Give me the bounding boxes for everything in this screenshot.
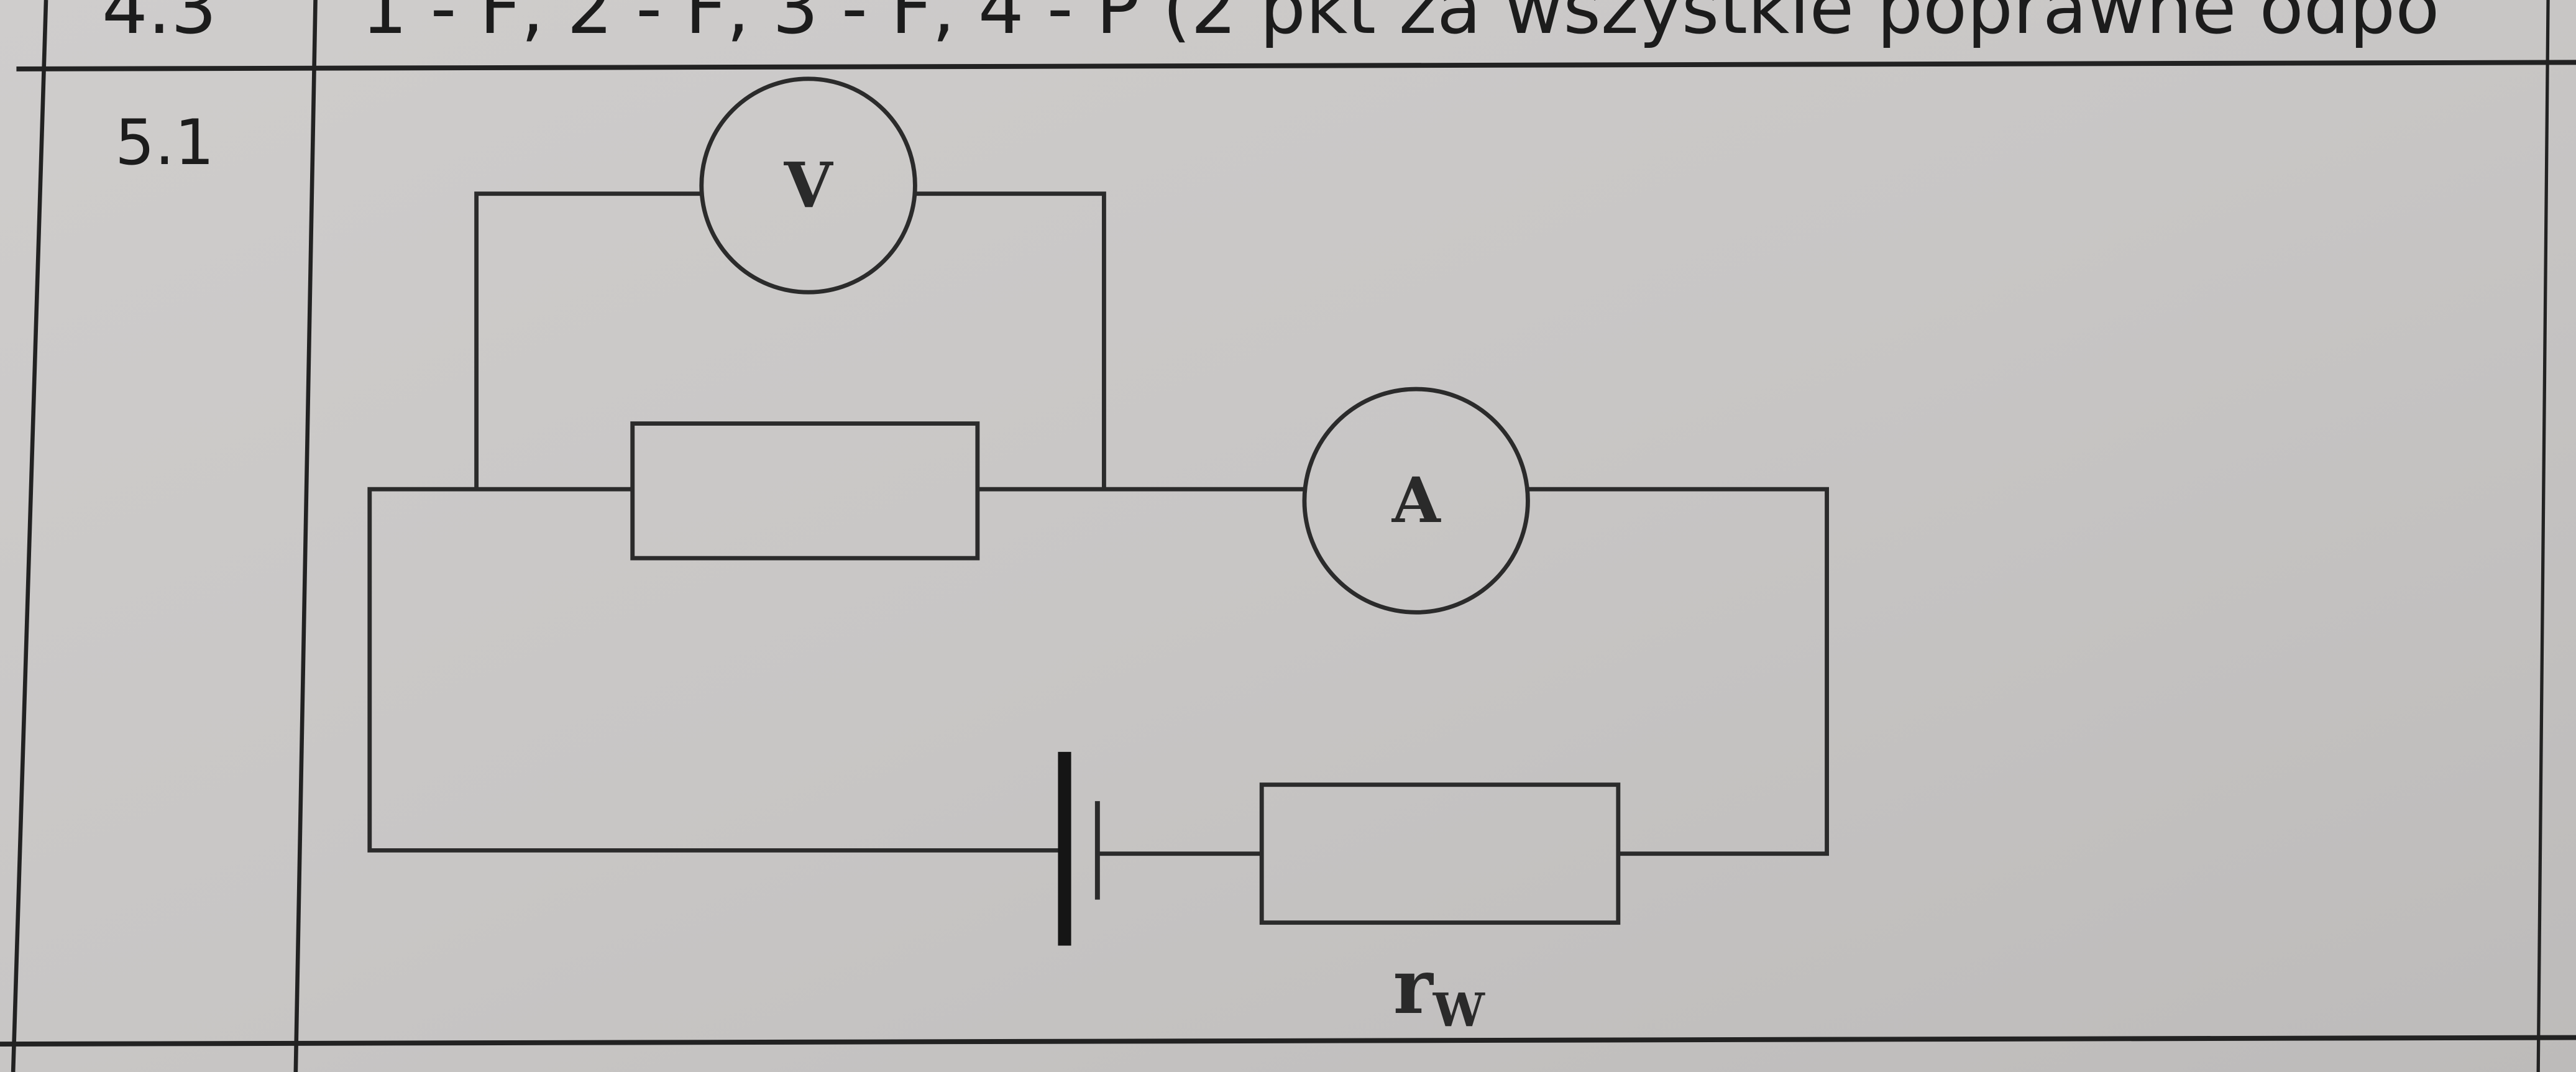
table-right-border xyxy=(2536,0,2550,1072)
row-number-5-1: 5.1 xyxy=(115,106,214,179)
voltmeter-left-wire xyxy=(474,191,704,490)
table-left-border xyxy=(11,0,48,1072)
row-answer-4-3: 1 - F, 2 - F, 3 - F, 4 - P (2 pkt za wsz… xyxy=(362,0,2440,50)
voltmeter-circle xyxy=(699,76,917,295)
right-loop-wire xyxy=(1528,487,1830,856)
internal-resistance-resistor xyxy=(1259,782,1621,925)
left-loop-wire xyxy=(367,487,1060,853)
ammeter-label: A xyxy=(1391,464,1442,537)
internal-resistance-label: rW xyxy=(1393,942,1485,1037)
circuit-diagram: V A rW xyxy=(367,76,1830,1037)
voltmeter-right-wire xyxy=(915,191,1106,490)
column-divider xyxy=(293,0,318,1072)
row-divider xyxy=(16,60,2576,71)
voltmeter-label: V xyxy=(784,149,834,222)
ammeter-circle xyxy=(1302,387,1530,615)
row-number-4-3: 4.3 xyxy=(102,0,217,50)
row-bottom-border xyxy=(0,1035,2576,1047)
